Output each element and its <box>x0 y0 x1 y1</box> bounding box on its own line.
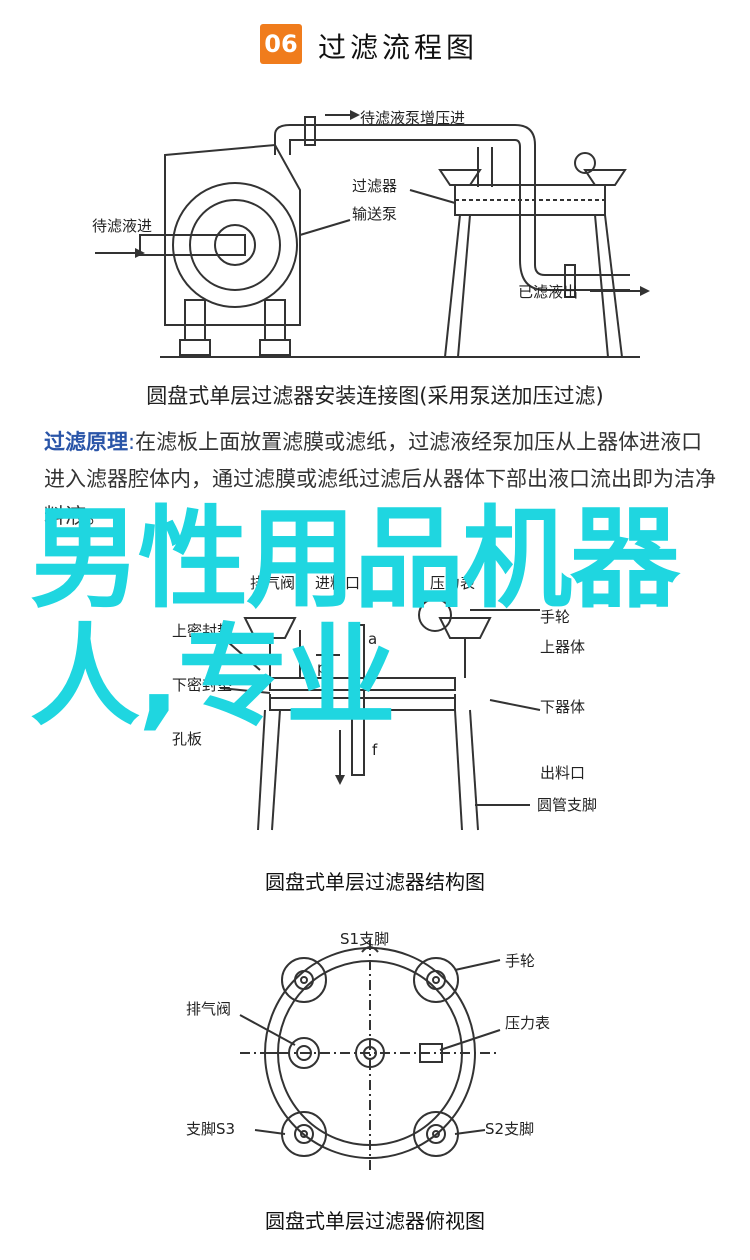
page-header: 06 过滤流程图 <box>0 18 750 68</box>
top-view-diagram-caption: 圆盘式单层过滤器俯视图 <box>265 1209 485 1233</box>
label-filter: 过滤器 <box>352 177 397 195</box>
structure-diagram-caption: 圆盘式单层过滤器结构图 <box>265 870 485 894</box>
label-f: f <box>372 741 378 759</box>
section-number-badge: 06 <box>260 24 302 64</box>
label-inlet: 待滤液进 <box>92 217 152 235</box>
installation-diagram: 待滤液泵增压进 过滤器 输送泵 待滤液进 已滤液出 <box>92 109 650 358</box>
label-pump: 输送泵 <box>352 205 397 223</box>
label-handwheel: 手轮 <box>540 608 570 626</box>
label-outlet: 已滤液出 <box>518 283 578 301</box>
principle-text: 在滤板上面放置滤膜或滤纸，过滤液经泵加压从上器体进液口进入滤器腔体内，通过滤膜或… <box>44 430 716 528</box>
label-pipe-leg: 圆管支脚 <box>537 796 597 814</box>
principle-lead: 过滤原理 <box>44 430 128 454</box>
label-plate: 孔板 <box>172 730 202 748</box>
label-s3-leg: 支脚S3 <box>186 1120 235 1138</box>
label-lower-body: 下器体 <box>540 698 585 716</box>
label-lower-gasket: 下密封垫 <box>172 676 232 694</box>
label-handwheel-top: 手轮 <box>505 952 535 970</box>
label-a: a <box>368 630 377 648</box>
page-title: 过滤流程图 <box>318 31 479 64</box>
overlay-watermark-text: 男性用品机器人,专业 <box>30 495 680 741</box>
label-upper-body: 上器体 <box>540 638 585 656</box>
label-s2-leg: S2支脚 <box>485 1120 534 1138</box>
label-pump-in: 待滤液泵增压进 <box>360 109 465 127</box>
label-vent: 排气阀 <box>250 574 295 592</box>
label-s1-leg: S1支脚 <box>340 930 389 948</box>
label-gauge-top: 压力表 <box>505 1014 550 1032</box>
filter-principle-paragraph: 过滤原理:在滤板上面放置滤膜或滤纸，过滤液经泵加压从上器体进液口进入滤器腔体内，… <box>44 430 716 528</box>
label-upper-gasket: 上密封垫 <box>172 622 232 640</box>
structure-diagram: 排气阀 进料口 压力表 手轮 上密封垫 上器体 p a 下密封垫 下器体 孔板 … <box>172 574 597 831</box>
top-view-diagram: S1支脚 手轮 排气阀 压力表 支脚S3 S2支脚 <box>186 930 550 1170</box>
label-inlet-port: 进料口 <box>315 574 360 592</box>
label-vent-top: 排气阀 <box>186 1000 231 1018</box>
label-outlet-port: 出料口 <box>540 764 585 782</box>
label-gauge: 压力表 <box>430 574 475 592</box>
label-p: p <box>317 659 327 677</box>
installation-diagram-caption: 圆盘式单层过滤器安装连接图(采用泵送加压过滤) <box>146 384 604 408</box>
